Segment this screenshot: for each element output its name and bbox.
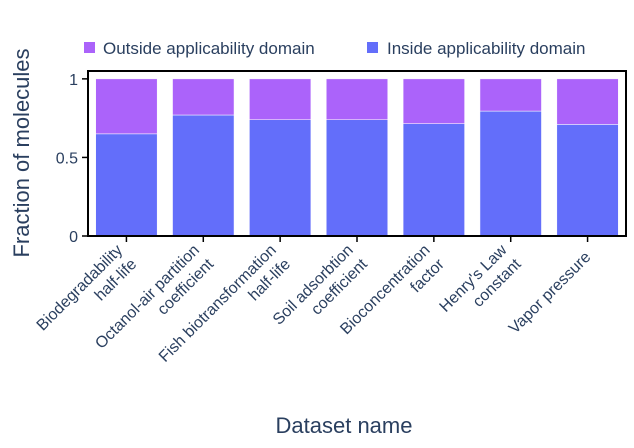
legend: Outside applicability domain Inside appli… <box>84 39 585 58</box>
legend-swatch <box>84 42 95 53</box>
x-tick-label: Henry's Lawconstant <box>437 241 525 329</box>
x-tick-label: Bioconcentrationfactor <box>337 241 448 352</box>
bar-inside-4 <box>402 123 465 237</box>
bar-inside-2 <box>249 119 312 237</box>
y-tick-label: 0 <box>69 229 78 246</box>
legend-label: Inside applicability domain <box>387 39 585 58</box>
bar-outside-5 <box>479 78 542 112</box>
bars-layer <box>95 78 619 237</box>
y-axis-title: Fraction of molecules <box>9 48 34 257</box>
legend-label: Outside applicability domain <box>103 39 315 58</box>
bar-inside-0 <box>95 133 158 237</box>
bar-inside-1 <box>172 114 235 237</box>
bar-outside-6 <box>556 78 619 125</box>
y-tick-label: 0.5 <box>56 150 78 167</box>
x-axis-title: Dataset name <box>276 413 413 438</box>
bar-inside-3 <box>326 119 389 237</box>
bar-outside-2 <box>249 78 312 120</box>
bar-outside-1 <box>172 78 235 116</box>
bar-outside-3 <box>326 78 389 120</box>
x-tick-label: Vapor pressure <box>506 249 595 338</box>
y-tick-label: 1 <box>69 72 78 89</box>
legend-swatch <box>367 42 378 53</box>
bar-outside-4 <box>402 78 465 124</box>
bar-inside-5 <box>479 110 542 237</box>
bar-outside-0 <box>95 78 158 135</box>
bar-inside-6 <box>556 124 619 237</box>
